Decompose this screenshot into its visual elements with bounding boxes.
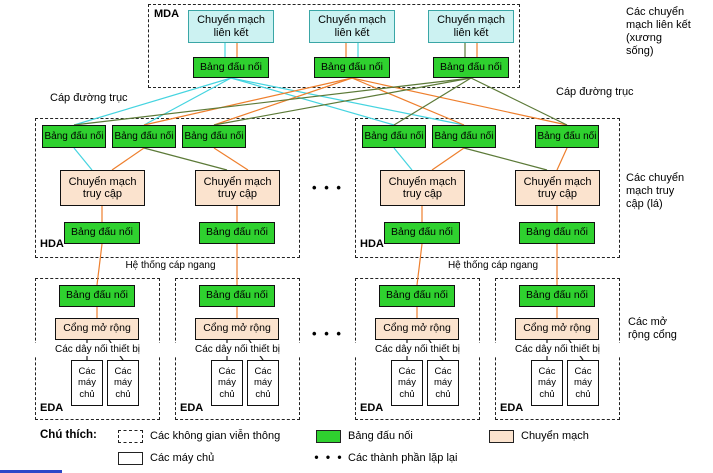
mda-patch-panel-1: Bảng đấu nối — [193, 57, 269, 78]
legend-switch-swatch — [489, 430, 514, 443]
eda-panel-to-port-links — [96, 307, 558, 318]
interconnect-switch-3: Chuyển mạch liên kết — [428, 10, 514, 43]
legend-telecom-space-label: Các không gian viễn thông — [150, 430, 281, 442]
eda-4-patch-panel: Bảng đấu nối — [519, 285, 595, 307]
legend-repeated-label: Các thành phần lặp lại — [348, 452, 458, 464]
horizontal-cabling-label-right: Hệ thống cáp ngang — [447, 260, 539, 271]
eda-2-equipment-cords-label: Các dây nối thiết bị — [175, 343, 300, 356]
access-switch-1: Chuyển mạch truy cập — [60, 170, 145, 206]
eda-2-server-1: Các máy chủ — [211, 360, 243, 406]
legend-patch-panel-swatch — [316, 430, 341, 443]
access-switch-3: Chuyển mạch truy cập — [380, 170, 465, 206]
eda-1-expansion-port: Cổng mở rộng — [55, 318, 139, 340]
eda-1-server-1: Các máy chủ — [71, 360, 103, 406]
mda-patch-panel-2: Bảng đấu nối — [314, 57, 390, 78]
eda-2-patch-panel: Bảng đấu nối — [199, 285, 275, 307]
hda-right-bottom-panel-2: Bảng đấu nối — [519, 222, 595, 244]
hda-left-top-panel-1: Bảng đấu nối — [42, 125, 106, 148]
eda-4-label: EDA — [500, 402, 524, 414]
eda-3-server-2: Các máy chủ — [427, 360, 459, 406]
hda-right-top-panel-2: Bảng đấu nối — [432, 125, 496, 148]
eda-2-server-2: Các máy chủ — [247, 360, 279, 406]
annotation-interconnect-switches: Các chuyển mạch liên kết (xương sống) — [626, 6, 691, 57]
hda-right-label: HDA — [360, 238, 384, 250]
eda-4-equipment-cords-label: Các dây nối thiết bị — [495, 343, 620, 356]
eda-4-expansion-port: Cổng mở rộng — [515, 318, 599, 340]
eda-2-label: EDA — [180, 402, 204, 414]
backbone-cable-label-left: Cáp đường trục — [50, 92, 128, 104]
legend-title: Chú thích: — [40, 429, 97, 441]
mda-patch-panel-3: Bảng đấu nối — [433, 57, 509, 78]
ellipsis-eda: • • • — [312, 326, 343, 341]
eda-3-patch-panel: Bảng đấu nối — [379, 285, 455, 307]
backbone-cable-label-right: Cáp đường trục — [556, 86, 634, 98]
eda-3-equipment-cords-label: Các dây nối thiết bị — [355, 343, 480, 356]
annotation-port-expansions: Các mở rộng cổng — [628, 316, 677, 341]
legend-switch-label: Chuyển mạch — [521, 430, 589, 442]
hda-right-top-panel-1: Bảng đấu nối — [362, 125, 426, 148]
horizontal-cabling-label-left: Hệ thống cáp ngang — [125, 260, 216, 271]
hda-left-bottom-panel-1: Bảng đấu nối — [64, 222, 140, 244]
eda-1-patch-panel: Bảng đấu nối — [59, 285, 135, 307]
access-switch-4: Chuyển mạch truy cập — [515, 170, 600, 206]
hda-left-top-panel-2: Bảng đấu nối — [112, 125, 176, 148]
hda-right-top-panel-3: Bảng đấu nối — [535, 125, 599, 148]
legend-server-label: Các máy chủ — [150, 452, 215, 464]
access-switch-2: Chuyển mạch truy cập — [195, 170, 280, 206]
legend-telecom-space-swatch — [118, 430, 143, 443]
hda-left-top-panel-3: Bảng đấu nối — [182, 125, 246, 148]
eda-1-server-2: Các máy chủ — [107, 360, 139, 406]
eda-4-server-1: Các máy chủ — [531, 360, 563, 406]
hda-left-bottom-panel-2: Bảng đấu nối — [199, 222, 275, 244]
interconnect-switch-2: Chuyển mạch liên kết — [309, 10, 395, 43]
legend-ellipsis: • • • — [314, 450, 344, 464]
hda-right-bottom-panel-1: Bảng đấu nối — [384, 222, 460, 244]
eda-3-label: EDA — [360, 402, 384, 414]
annotation-access-switches: Các chuyển mạch truy cập (lá) — [626, 172, 685, 210]
eda-2-expansion-port: Cổng mở rộng — [195, 318, 279, 340]
legend-patch-panel-label: Bảng đấu nối — [348, 430, 413, 442]
bottom-blue-line — [0, 470, 62, 473]
hda-left-label: HDA — [40, 238, 64, 250]
eda-1-label: EDA — [40, 402, 64, 414]
interconnect-switch-1: Chuyển mạch liên kết — [188, 10, 274, 43]
mda-label: MDA — [154, 8, 180, 20]
eda-1-equipment-cords-label: Các dây nối thiết bị — [35, 343, 160, 356]
eda-3-server-1: Các máy chủ — [391, 360, 423, 406]
eda-3-expansion-port: Cổng mở rộng — [375, 318, 459, 340]
ellipsis-hda: • • • — [312, 180, 343, 195]
legend-server-swatch — [118, 452, 143, 465]
eda-4-server-2: Các máy chủ — [567, 360, 599, 406]
